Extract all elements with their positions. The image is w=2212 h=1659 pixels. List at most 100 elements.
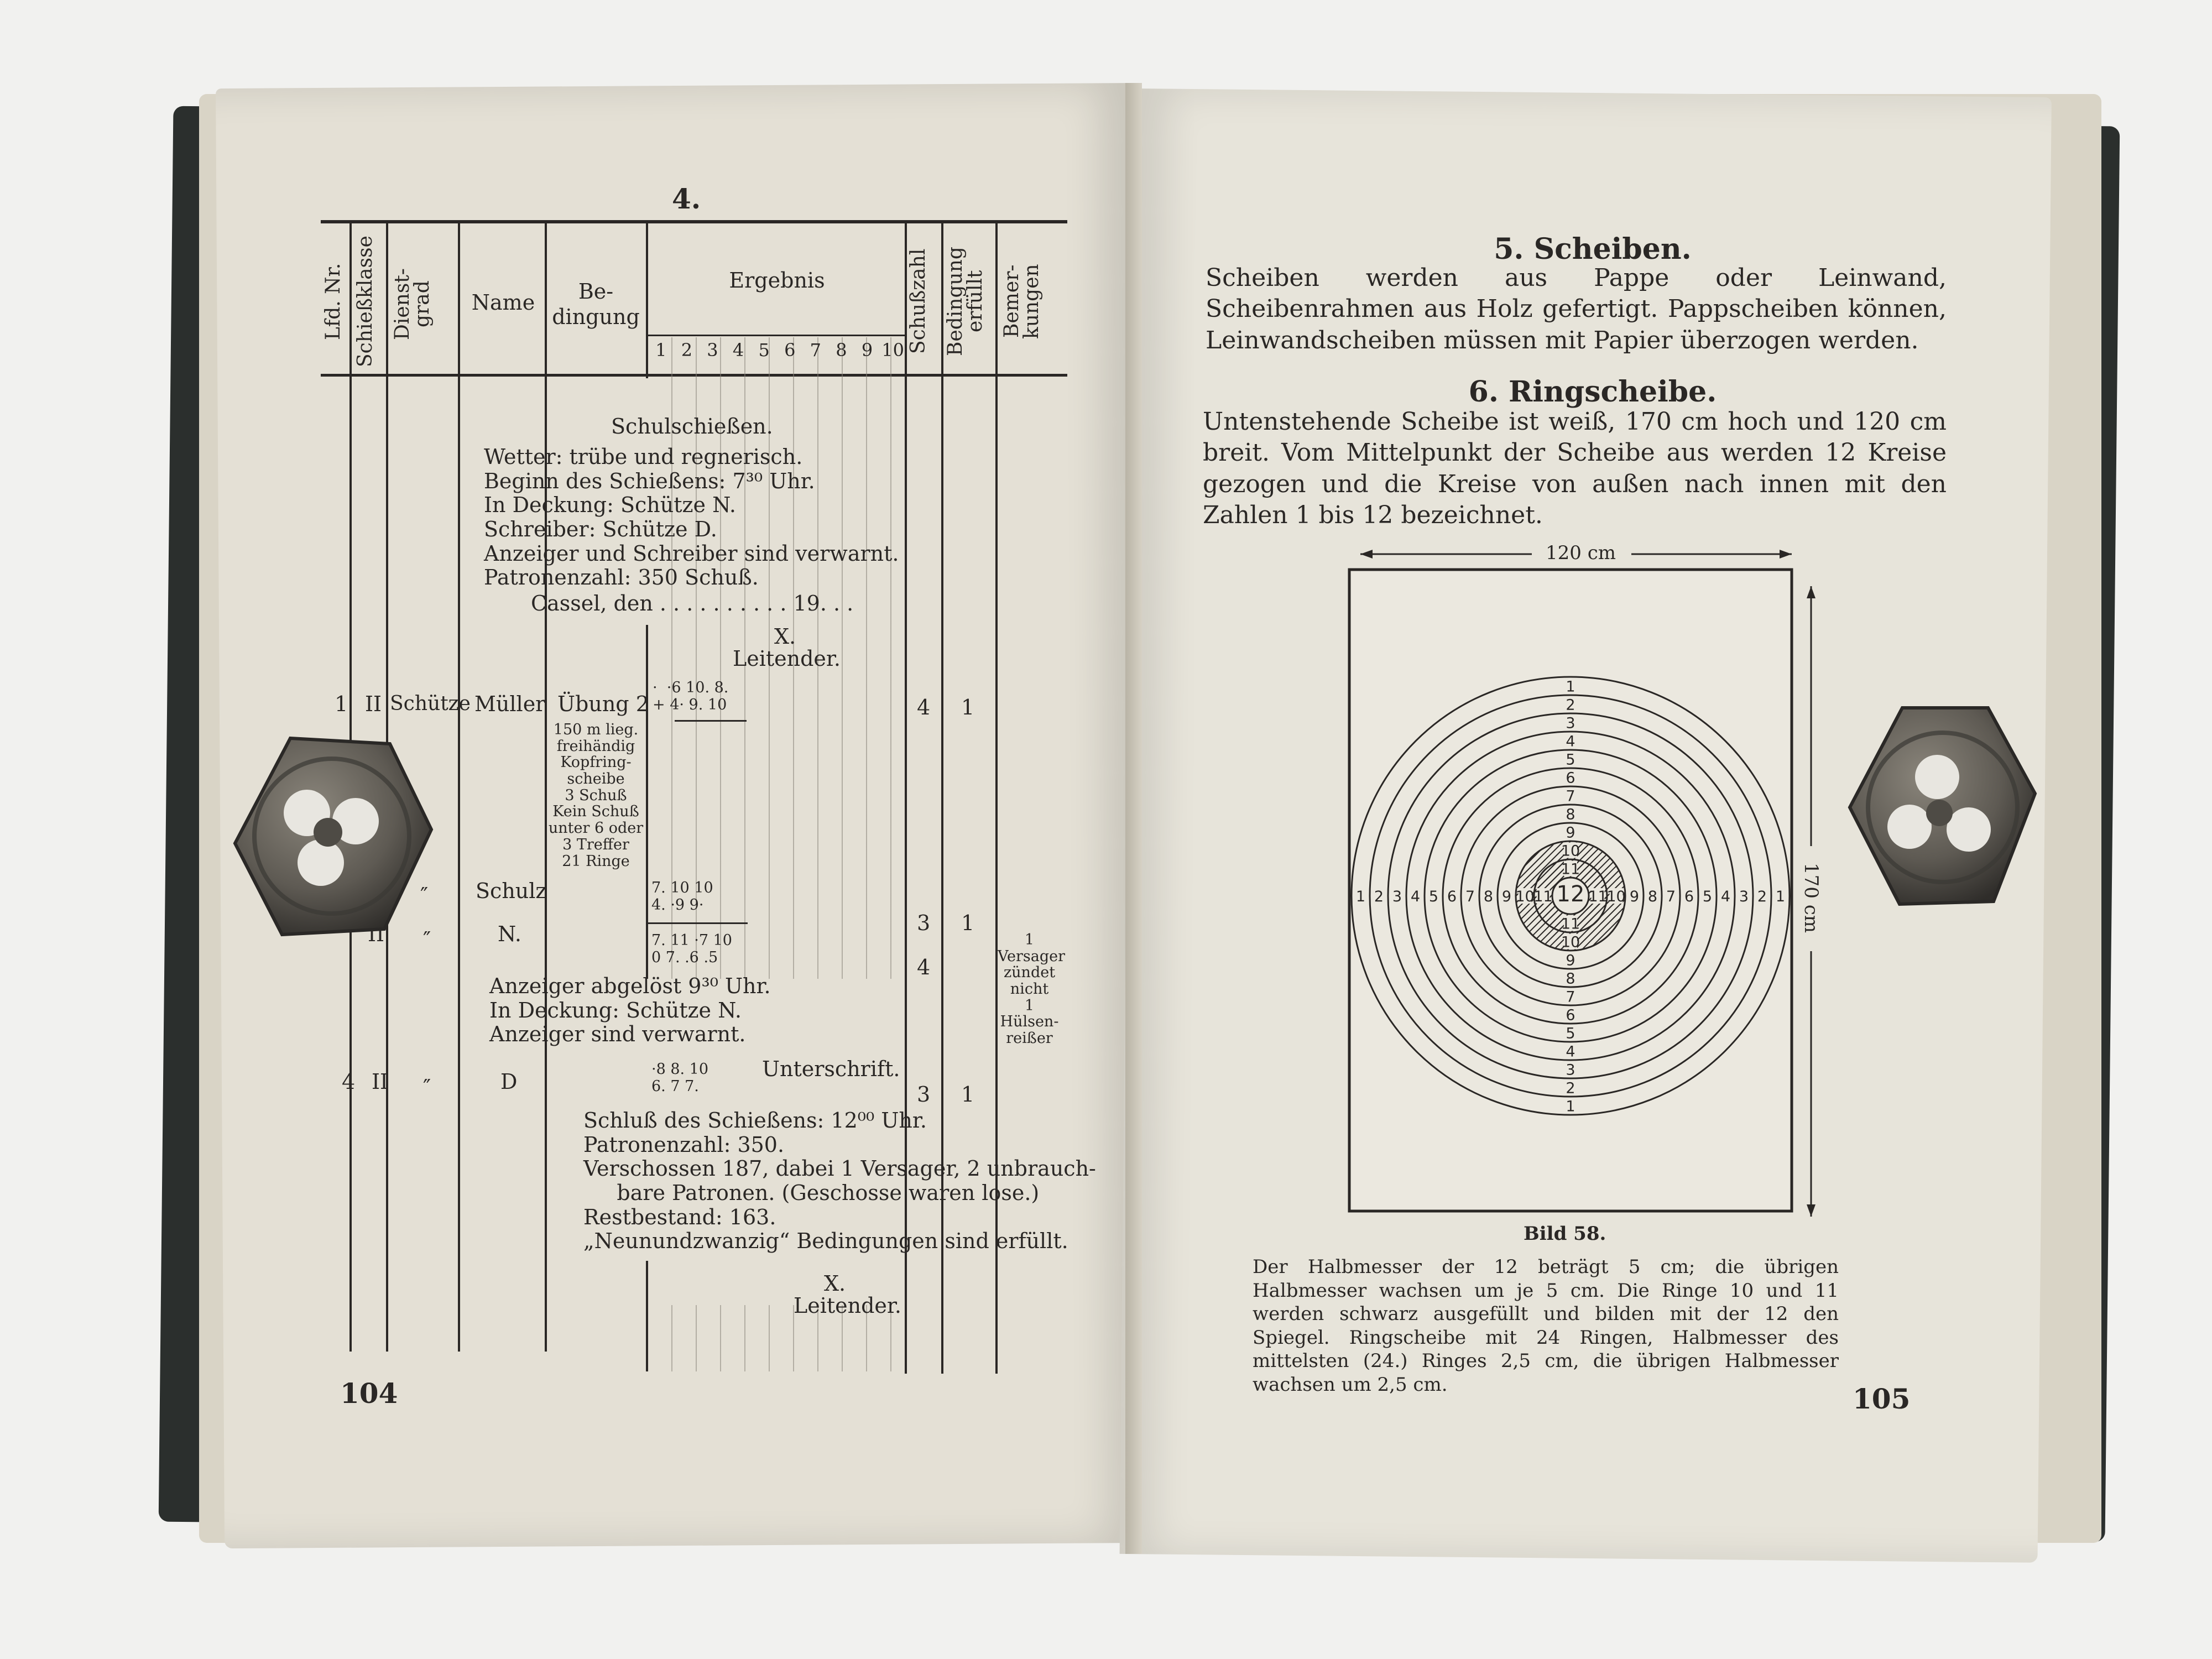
ring-label-7: 7	[1566, 788, 1575, 805]
left-page-number: 104	[340, 1377, 398, 1410]
ring-label-5: 5	[1429, 888, 1438, 905]
header-schiessklasse: Schießklasse	[354, 236, 377, 367]
ring-label-bg	[1518, 888, 1532, 904]
ring-label-10: 10	[1561, 843, 1580, 860]
bedingung-detail: 150 m lieg. freihändig Kopfring- scheibe…	[548, 721, 644, 870]
header-schusszahl: Schußzahl	[907, 248, 930, 354]
ring-label-bg	[1564, 733, 1577, 749]
col-rule	[941, 223, 943, 1374]
ring-label-9: 9	[1566, 825, 1575, 842]
row1-nr: 1	[335, 692, 348, 716]
table-top-rule	[321, 220, 1067, 223]
intro-title: Schulschießen.	[611, 414, 773, 439]
ring-label-3: 3	[1392, 888, 1402, 905]
right-page-number: 105	[1853, 1383, 1911, 1415]
ring-label-11: 11	[1588, 888, 1607, 905]
ergebnis-number: 5	[758, 340, 770, 361]
ring-label-bg	[1564, 1043, 1577, 1059]
row3-mark: ″	[423, 927, 431, 952]
col-rule	[995, 223, 998, 1374]
ring-label-bg	[1664, 888, 1678, 904]
ring-label-8: 8	[1484, 888, 1493, 905]
col-rule	[646, 625, 648, 979]
row4-schuss: 3	[917, 1082, 931, 1107]
ring-label-6: 6	[1566, 770, 1575, 787]
ring-label-9: 9	[1566, 952, 1575, 969]
target-rings	[1350, 676, 1791, 1116]
hex-die-icon	[1848, 706, 2037, 906]
ring-label-7: 7	[1566, 989, 1575, 1006]
arrow-up-icon	[1807, 586, 1815, 598]
header-lfd-nr: Lfd. Nr.	[322, 263, 345, 340]
ring-label-11: 11	[1561, 861, 1580, 878]
row1-bedingung: Übung 2	[557, 692, 649, 716]
ring-label-12: 12	[1557, 881, 1585, 907]
ring-12	[1551, 877, 1590, 915]
ring-label-2: 2	[1566, 697, 1575, 714]
ring-label-bg	[1564, 915, 1577, 931]
col-rule	[646, 223, 648, 378]
ergebnis-number: 3	[707, 340, 718, 361]
row2-hits: 7. 10 10 4. ·9 9·	[651, 879, 713, 914]
place-date: Cassel, den . . . . . . . . . . 19. . .	[531, 591, 854, 615]
col-rule	[905, 223, 907, 1374]
ring-label-6: 6	[1684, 888, 1694, 905]
ergebnis-number: 7	[810, 340, 822, 361]
ring-label-bg	[1500, 888, 1514, 904]
ring-label-bg	[1564, 1025, 1577, 1041]
ring-label-7: 7	[1666, 888, 1676, 905]
intro-sign-x: X.	[774, 624, 796, 649]
ring-label-2: 2	[1374, 888, 1384, 905]
ergebnis-number: 8	[836, 340, 847, 361]
width-label: 120 cm	[1546, 542, 1616, 564]
ring-label-10: 10	[1606, 888, 1625, 905]
ring-label-bg	[1408, 888, 1422, 904]
ring-label-4: 4	[1566, 1044, 1575, 1061]
ring-label-bg	[1700, 888, 1714, 904]
ergebnis-subrule	[647, 335, 907, 336]
ring-label-8: 8	[1648, 888, 1657, 905]
ring-label-bg	[1354, 888, 1368, 904]
ring-label-9: 9	[1502, 888, 1511, 905]
ring-label-bg	[1463, 888, 1477, 904]
ring-label-3: 3	[1566, 715, 1575, 732]
ring-label-bg	[1773, 888, 1787, 904]
row1-hits-underline	[675, 720, 747, 722]
row3-erfuellt: 1	[961, 911, 975, 935]
row4-klasse: II	[372, 1070, 389, 1094]
row3-hits: 7. 11 ·7 10 0 7̇. .6 .5	[651, 932, 732, 967]
ring-label-6: 6	[1447, 888, 1457, 905]
col-rule	[458, 223, 460, 1352]
book-spine	[1125, 83, 1142, 1554]
ring-label-bg	[1719, 888, 1733, 904]
ring-label-10: 10	[1515, 888, 1534, 905]
ring-label-1: 1	[1356, 888, 1365, 905]
end-sign-x: X.	[824, 1271, 846, 1296]
ergebnis-number-row: 1 2 3 4 5 6 7 8 9 10	[648, 340, 906, 371]
ring-label-7: 7	[1465, 888, 1475, 905]
closing-lines: Schluß des Schießens: 12⁰⁰ Uhr. Patronen…	[583, 1108, 1096, 1254]
ring-label-3: 3	[1739, 888, 1749, 905]
ring-label-bg	[1564, 696, 1577, 712]
ring-label-9: 9	[1630, 888, 1639, 905]
intro-lines: Wetter: trübe und regnerisch. Beginn des…	[484, 445, 899, 590]
col-rule	[545, 223, 547, 1352]
ring-label-1: 1	[1566, 1098, 1575, 1115]
figure-caption: Bild 58.	[1524, 1223, 1606, 1245]
row1-schuss: 4	[917, 695, 931, 719]
row4-hits: ·8 8. 10 6. 7 7.	[651, 1061, 709, 1095]
ring-label-6: 6	[1566, 1007, 1575, 1024]
ring-label-bg	[1564, 806, 1577, 822]
remarks: 1 Versager zündet nicht 1 Hülsen- reißer	[998, 931, 1066, 1047]
ergebnis-number: 10	[881, 340, 904, 361]
row4-name: D	[500, 1070, 518, 1094]
header-bedingung-erfuellt: Bedingung erfüllt	[944, 247, 987, 356]
header-ergebnis: Ergebnis	[729, 268, 825, 293]
ring-label-bg	[1737, 888, 1751, 904]
arrow-down-icon	[1807, 1204, 1815, 1217]
arrow-right-icon	[1780, 550, 1792, 559]
ring-label-bg	[1564, 1098, 1577, 1114]
row1-name: Müller	[474, 692, 546, 716]
section5-text: Scheiben werden aus Pappe oder Leinwand,…	[1206, 264, 1947, 354]
